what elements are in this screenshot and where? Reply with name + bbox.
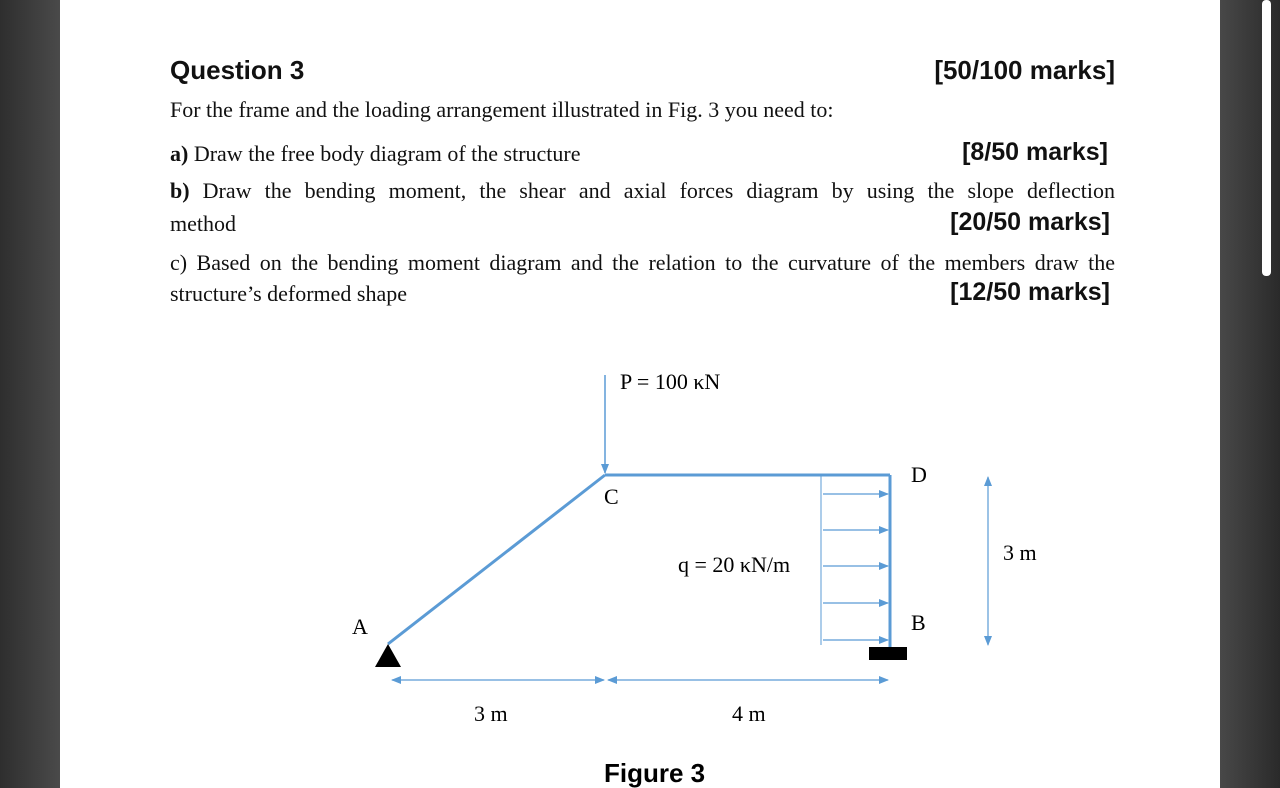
node-label-d: D bbox=[911, 462, 927, 487]
fixed-support-b bbox=[869, 647, 907, 660]
part-c-marks: [12/50 marks] bbox=[950, 278, 1110, 306]
part-c-label: c) bbox=[170, 250, 188, 275]
part-c-continuation: structure’s deformed shape bbox=[170, 281, 408, 306]
distributed-load-label: q = 20 κN/m bbox=[678, 552, 790, 577]
question-title: Question 3 bbox=[170, 55, 305, 85]
pin-support-a bbox=[375, 644, 401, 667]
part-b-continuation: method bbox=[170, 211, 236, 236]
part-a-label: a) bbox=[170, 141, 189, 166]
point-load-label: P = 100 κN bbox=[620, 369, 720, 394]
background-left bbox=[0, 0, 60, 788]
member-a-c bbox=[387, 473, 606, 646]
part-c-text: Based on the bending moment diagram and … bbox=[196, 250, 1115, 275]
part-b: b) Draw the bending moment, the shear an… bbox=[170, 178, 1115, 204]
dimension-label-left: 3 m bbox=[474, 701, 508, 726]
part-b-text: Draw the bending moment, the shear and a… bbox=[202, 178, 1115, 203]
figure-caption: Figure 3 bbox=[604, 758, 705, 788]
scrollbar-thumb[interactable] bbox=[1262, 0, 1271, 276]
part-b-label: b) bbox=[170, 178, 190, 203]
node-label-a: A bbox=[352, 614, 368, 639]
part-a-text: Draw the free body diagram of the struct… bbox=[193, 141, 581, 166]
node-label-b: B bbox=[911, 610, 926, 635]
part-c: c) Based on the bending moment diagram a… bbox=[170, 250, 1115, 276]
question-marks: [50/100 marks] bbox=[934, 55, 1115, 85]
dimension-label-height: 3 m bbox=[1003, 540, 1037, 565]
part-a: a) Draw the free body diagram of the str… bbox=[170, 141, 581, 167]
node-label-c: C bbox=[604, 484, 619, 509]
part-a-marks: [8/50 marks] bbox=[962, 138, 1108, 166]
question-intro: For the frame and the loading arrangemen… bbox=[170, 97, 834, 122]
document-page: Question 3 [50/100 marks] For the frame … bbox=[60, 0, 1220, 788]
part-b-marks: [20/50 marks] bbox=[950, 208, 1110, 236]
dimension-label-right: 4 m bbox=[732, 701, 766, 726]
